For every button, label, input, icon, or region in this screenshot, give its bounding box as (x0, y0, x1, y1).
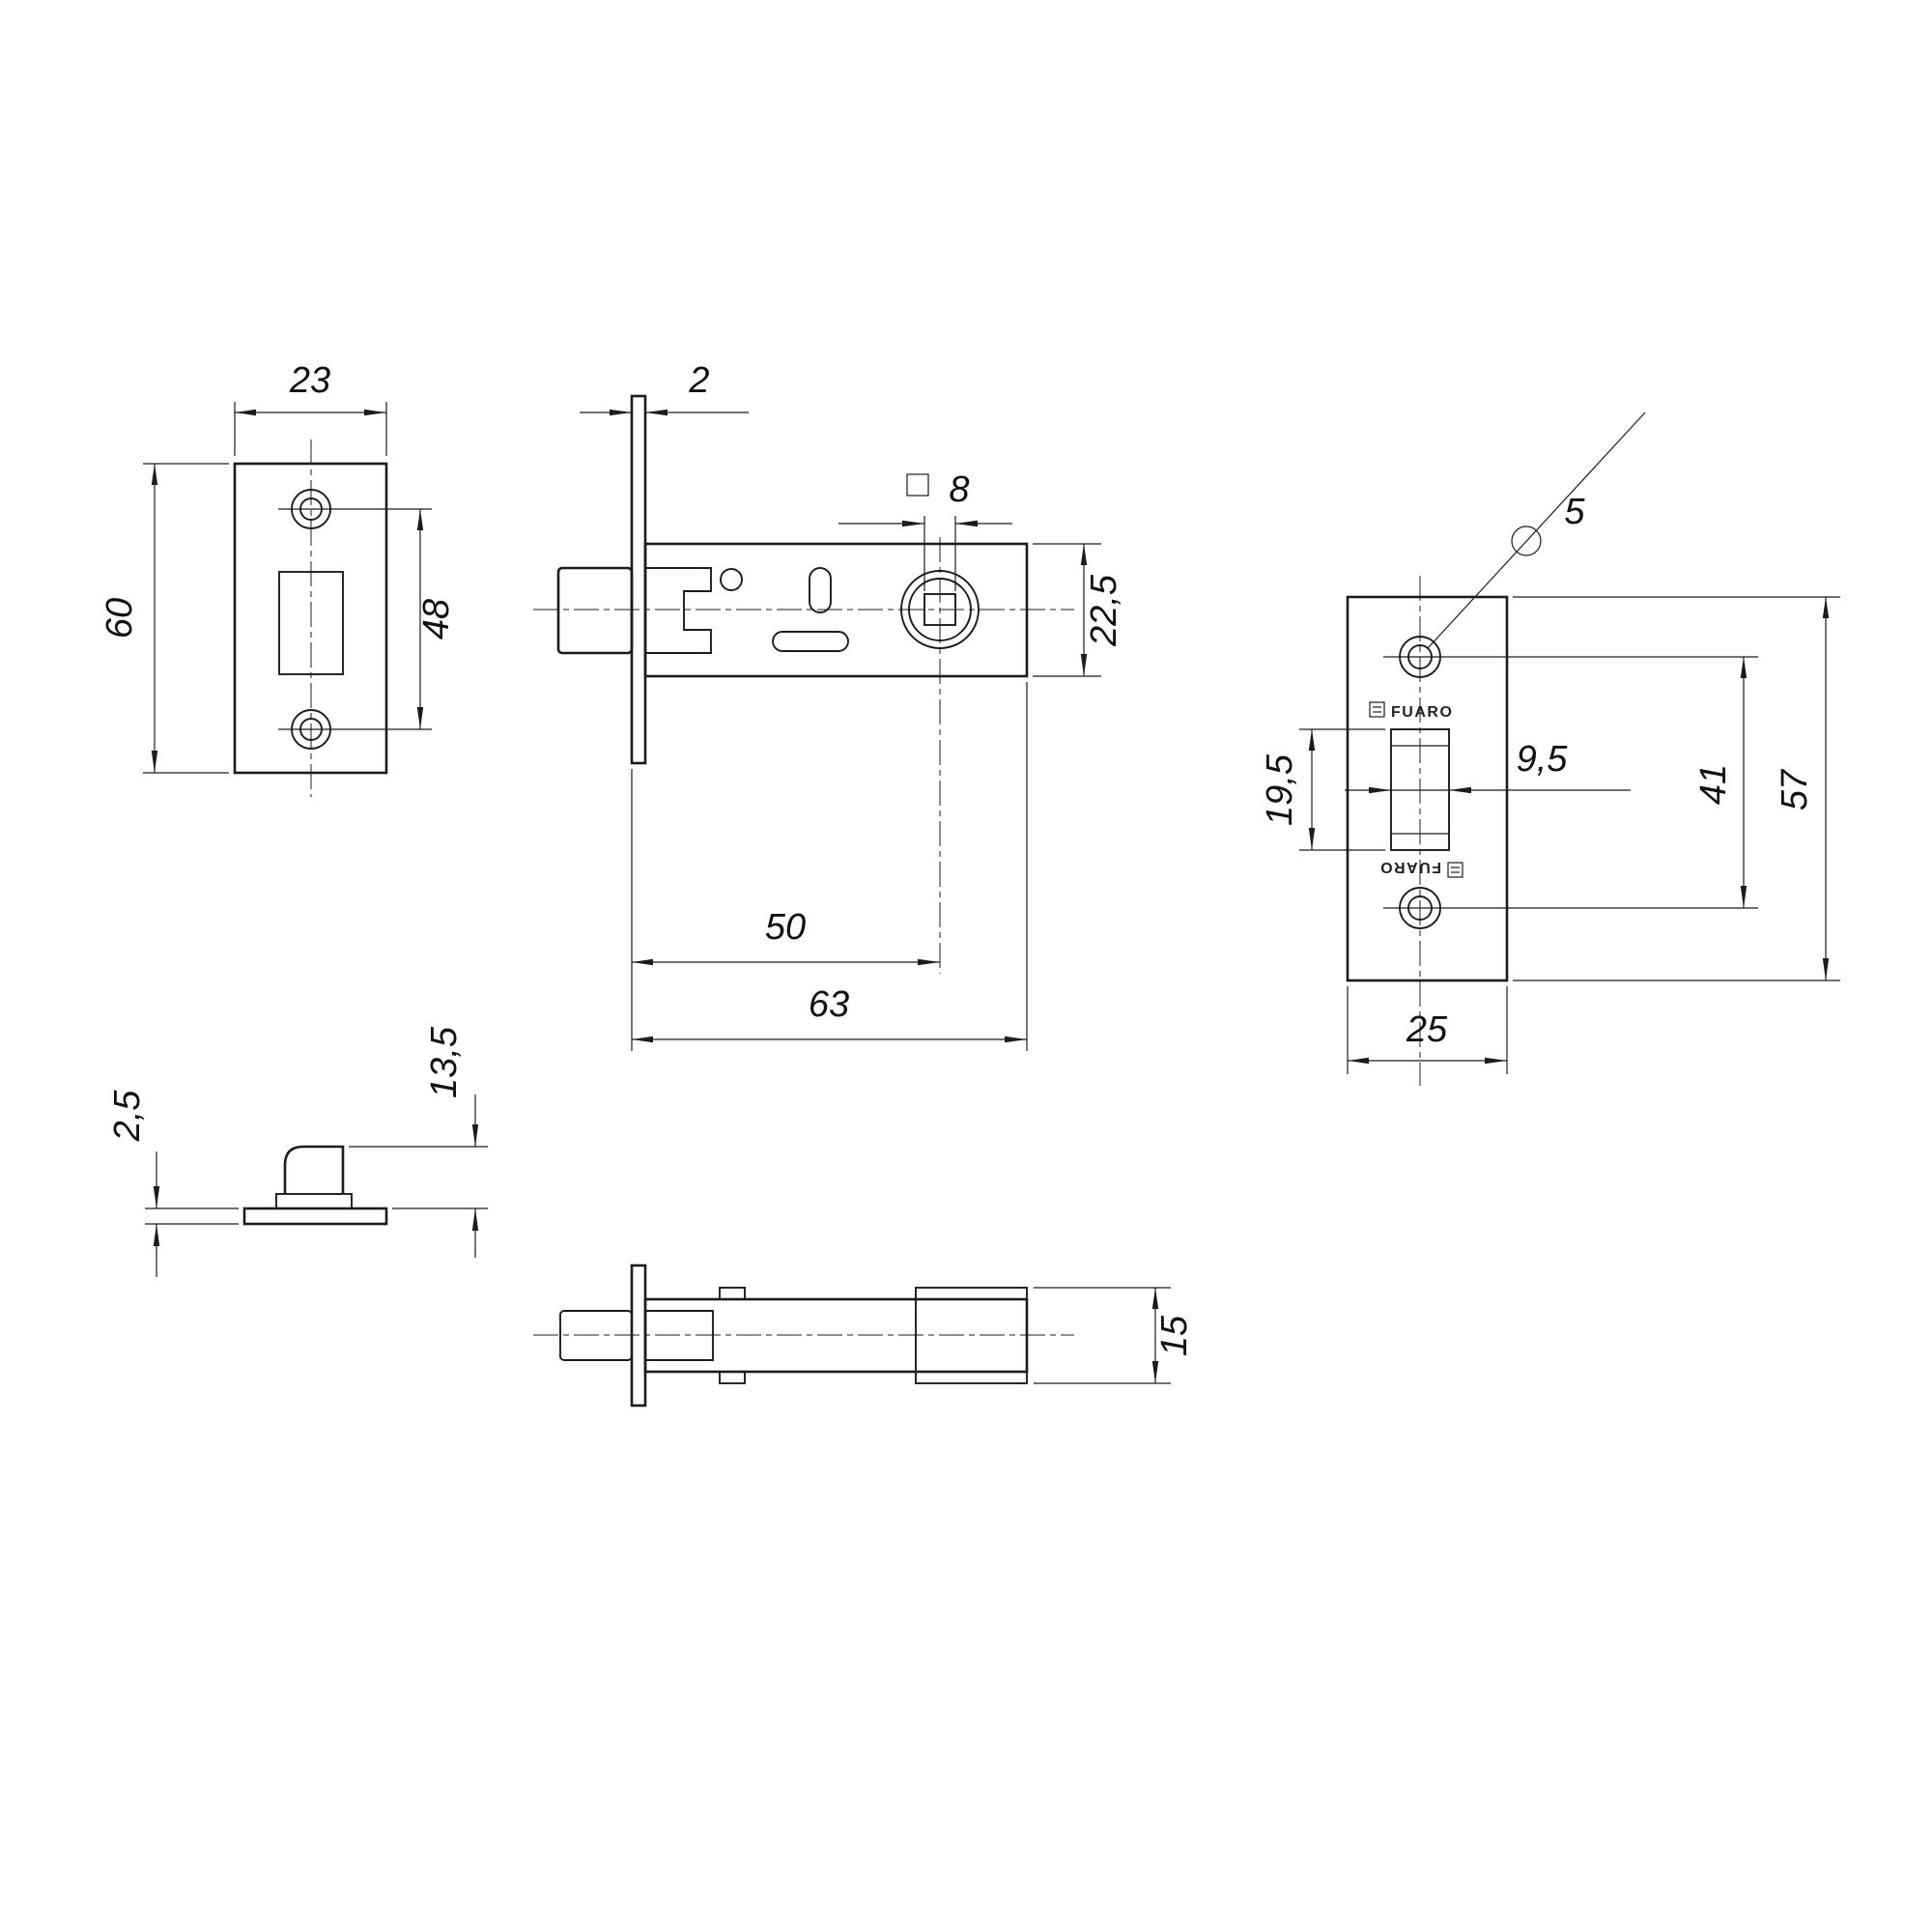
dim-body-thickness: 15 (1154, 1315, 1195, 1356)
latch-bolt-top (559, 1310, 633, 1361)
faceplate-section (242, 1207, 388, 1226)
dim-faceplate-screw-spacing: 48 (416, 599, 457, 639)
latch-body (643, 542, 1029, 678)
dim-plate-height: 57 (1775, 768, 1815, 810)
latch-bolt (556, 566, 634, 655)
view-body-side: 2 8 22,5 50 63 (533, 360, 1124, 1051)
dim-edge-screw-spacing: 41 (1693, 764, 1734, 805)
view-body-top: 15 (533, 1264, 1195, 1407)
edge-plate (1346, 595, 1509, 982)
faceplate-edge (630, 394, 647, 765)
dim-body-length: 63 (809, 984, 849, 1025)
brand-text: FUARO (1391, 704, 1453, 721)
dim-body-height: 22,5 (1084, 574, 1124, 647)
brand-text: FUARO (1379, 859, 1441, 875)
brand-logo-bottom: FUARO (1379, 859, 1463, 878)
dim-bolt-width: 9,5 (1517, 739, 1569, 780)
square-section-icon (906, 473, 929, 497)
dim-bolt-height: 19,5 (1260, 753, 1300, 826)
brand-logo-top: FUARO (1369, 701, 1453, 721)
view-faceplate-front: 23 60 48 (99, 360, 457, 797)
follower-housing (915, 1287, 1028, 1384)
bolt-profile (283, 1145, 345, 1194)
latch-opening (278, 571, 344, 675)
fuaro-logo-icon (1369, 701, 1385, 718)
diameter-symbol-icon (1511, 526, 1542, 556)
spindle-square-hole (923, 593, 956, 626)
view-edge-front: 41 57 19,5 9,5 25 5 FUARO (1260, 412, 1840, 1086)
view-bolt-section: 2,5 13,5 (107, 1026, 488, 1277)
dim-bolt-protrusion: 13,5 (424, 1026, 465, 1098)
dim-spindle-square: 8 (949, 469, 969, 510)
dim-plate-thickness: 2,5 (107, 1090, 148, 1143)
dim-backset: 50 (765, 907, 806, 948)
dim-faceplate-height: 60 (99, 598, 140, 639)
dim-screw-hole-diameter: 5 (1564, 492, 1585, 532)
fuaro-logo-icon (1447, 862, 1463, 878)
dim-plate-width: 25 (1406, 1009, 1448, 1050)
dim-faceplate-width: 23 (289, 360, 330, 401)
spindle-follower (900, 570, 980, 649)
dim-faceplate-thickness: 2 (688, 360, 709, 401)
